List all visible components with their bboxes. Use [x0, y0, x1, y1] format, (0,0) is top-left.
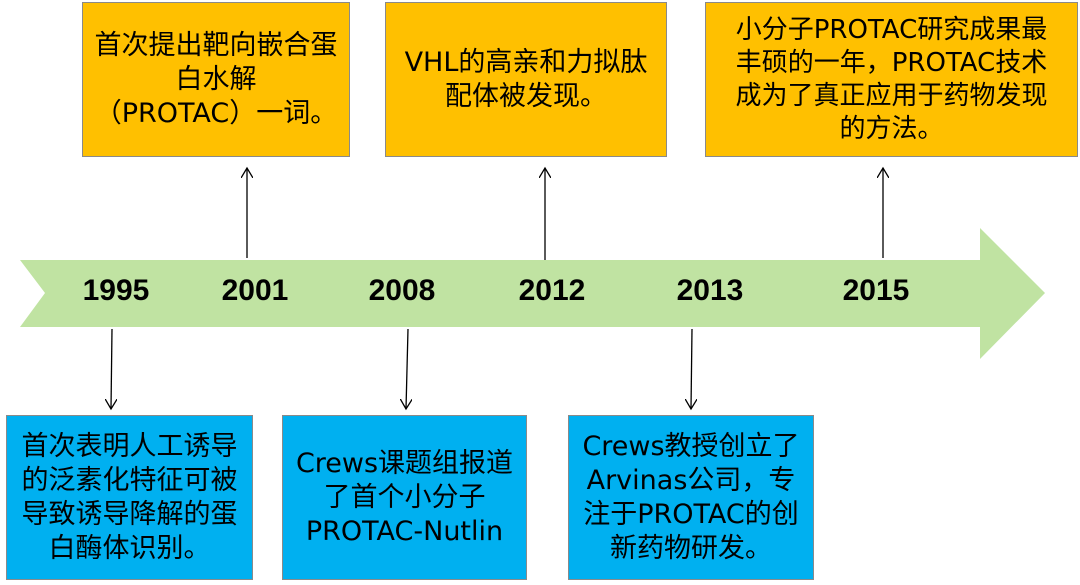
connector-2013 [691, 328, 692, 409]
year-label: 2012 [518, 274, 586, 307]
event-box-2015: 小分子PROTAC研究成果最 丰硕的一年，PROTAC技术 成为了真正应用于药物… [705, 2, 1078, 157]
timeline-arrow [20, 228, 1045, 359]
year-label: 2013 [676, 274, 744, 307]
event-box-1995: 首次表明人工诱导 的泛素化特征可被 导致诱导降解的蛋 白酶体识别。 [6, 415, 253, 580]
event-box-2013: Crews教授创立了 Arvinas公司，专 注于PROTAC的创 新药物研发。 [568, 415, 814, 580]
event-box-2001: 首次提出靶向嵌合蛋 白水解 （PROTAC）一词。 [82, 2, 350, 157]
connector-2008 [406, 328, 408, 409]
year-label: 2001 [221, 274, 289, 307]
connector-1995 [111, 328, 112, 409]
event-box-2008: Crews课题组报道 了首个小分子 PROTAC-Nutlin [282, 415, 527, 580]
year-label: 1995 [82, 274, 150, 307]
year-label: 2008 [368, 274, 436, 307]
year-label: 2015 [842, 274, 910, 307]
event-box-2012: VHL的高亲和力拟肽 配体被发现。 [385, 2, 667, 157]
